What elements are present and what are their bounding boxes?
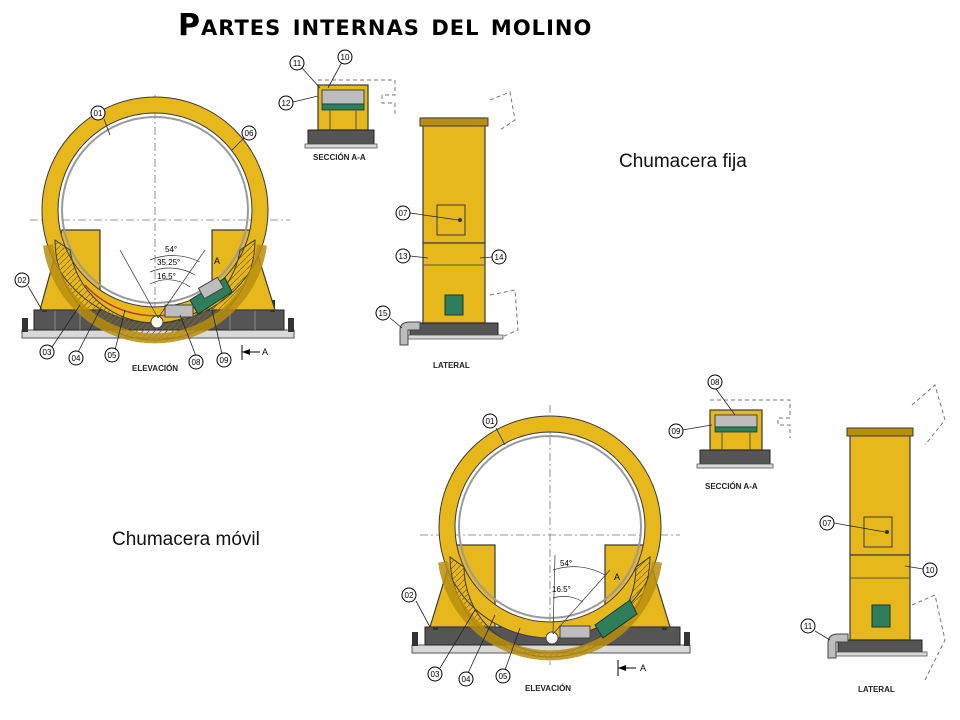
top-lateral-view-label: LATERAL <box>433 361 470 370</box>
svg-text:05: 05 <box>499 672 508 681</box>
callout-top-lat-13: 13 <box>395 248 411 264</box>
bottom-elev-section-marker: A <box>614 572 620 582</box>
callout-top-elev-06: 06 <box>241 125 257 141</box>
callout-top-lat-15: 15 <box>375 305 391 321</box>
bottom-section-view-label: SECCIÓN A-A <box>705 482 758 491</box>
svg-text:05: 05 <box>108 351 117 360</box>
callout-bot-elev-04: 04 <box>458 671 474 687</box>
bottom-elev-view-label: ELEVACIÓN <box>525 684 571 693</box>
bottom-elev-angle-54: 54° <box>560 559 572 568</box>
callout-bot-elev-03: 03 <box>427 666 443 682</box>
svg-text:08: 08 <box>192 358 201 367</box>
svg-text:11: 11 <box>293 59 302 68</box>
svg-text:02: 02 <box>405 591 414 600</box>
caption-fixed-bearing: Chumacera fija <box>619 151 747 172</box>
svg-text:09: 09 <box>672 427 681 436</box>
top-elev-angle-54: 54° <box>165 245 177 254</box>
callout-top-elev-03: 03 <box>39 344 55 360</box>
svg-text:10: 10 <box>341 53 350 62</box>
bottom-elevation-callouts: 01 02 03 04 05 <box>401 413 511 687</box>
top-section-view-label: SECCIÓN A-A <box>313 153 366 162</box>
top-elev-angle-16: 16.5° <box>157 272 176 281</box>
callout-top-lat-07: 07 <box>395 205 411 221</box>
svg-text:11: 11 <box>804 622 813 631</box>
svg-text:13: 13 <box>399 252 408 261</box>
top-elevation-callouts: 01 06 02 03 04 05 08 09 <box>14 105 257 370</box>
svg-text:07: 07 <box>823 519 832 528</box>
svg-text:07: 07 <box>399 209 408 218</box>
callout-top-elev-05: 05 <box>104 347 120 363</box>
callout-top-elev-04: 04 <box>68 350 84 366</box>
callout-top-elev-09: 09 <box>216 352 232 368</box>
bottom-lateral-view-label: LATERAL <box>858 685 895 694</box>
top-section-view: SECCIÓN A-A <box>292 61 396 162</box>
callout-bot-elev-02: 02 <box>401 587 417 603</box>
callout-bot-elev-01: 01 <box>482 413 498 429</box>
callout-top-sec-11: 11 <box>289 55 305 71</box>
svg-text:09: 09 <box>220 356 229 365</box>
bottom-elev-angle-16: 16.5° <box>552 585 571 594</box>
svg-text:04: 04 <box>462 675 471 684</box>
svg-text:08: 08 <box>711 378 720 387</box>
svg-text:02: 02 <box>18 276 27 285</box>
bottom-section-view: SECCIÓN A-A <box>681 388 791 491</box>
svg-text:04: 04 <box>72 354 81 363</box>
callout-bot-lat-07: 07 <box>819 515 835 531</box>
svg-text:03: 03 <box>43 348 52 357</box>
top-elev-section-marker: A <box>214 256 220 266</box>
top-elev-view-label: ELEVACIÓN <box>132 364 178 373</box>
callout-bot-sec-09: 09 <box>668 423 684 439</box>
bottom-elev-section-marker-arrow: A <box>640 663 646 673</box>
top-elevation-view: 54° 35.25° 16.5° A A ELEVACIÓN <box>21 95 295 373</box>
callout-bot-elev-05: 05 <box>495 668 511 684</box>
top-section-callouts: 11 10 12 <box>278 49 353 111</box>
callout-bot-lat-10: 10 <box>922 562 938 578</box>
top-elev-angle-35: 35.25° <box>157 258 180 267</box>
callout-top-elev-01: 01 <box>90 105 106 121</box>
callout-top-sec-12: 12 <box>278 95 294 111</box>
callout-bot-sec-08: 08 <box>707 374 723 390</box>
callout-top-elev-02: 02 <box>14 272 30 288</box>
bottom-section-callouts: 08 09 <box>668 374 723 439</box>
top-elev-section-marker-arrow: A <box>262 347 268 357</box>
bottom-lateral-callouts: 07 10 11 <box>800 515 938 634</box>
callout-top-elev-08: 08 <box>188 354 204 370</box>
page-title: Partes internas del molino <box>178 8 593 43</box>
svg-text:01: 01 <box>94 109 103 118</box>
callout-bot-lat-11: 11 <box>800 618 816 634</box>
top-lateral-view: LATERAL <box>389 91 519 370</box>
svg-text:12: 12 <box>282 99 291 108</box>
svg-text:14: 14 <box>495 253 504 262</box>
top-lateral-callouts: 07 13 14 15 <box>375 205 507 321</box>
callout-top-lat-14: 14 <box>491 249 507 265</box>
svg-text:10: 10 <box>926 566 935 575</box>
svg-text:15: 15 <box>379 309 388 318</box>
svg-text:06: 06 <box>245 129 254 138</box>
caption-mobile-bearing: Chumacera móvil <box>112 529 260 550</box>
bottom-elevation-view: 54° 16.5° A A ELEVACIÓN <box>411 405 691 693</box>
callout-top-sec-10: 10 <box>337 49 353 65</box>
svg-text:01: 01 <box>486 417 495 426</box>
svg-text:03: 03 <box>431 670 440 679</box>
bottom-lateral-view: LATERAL <box>814 384 946 694</box>
